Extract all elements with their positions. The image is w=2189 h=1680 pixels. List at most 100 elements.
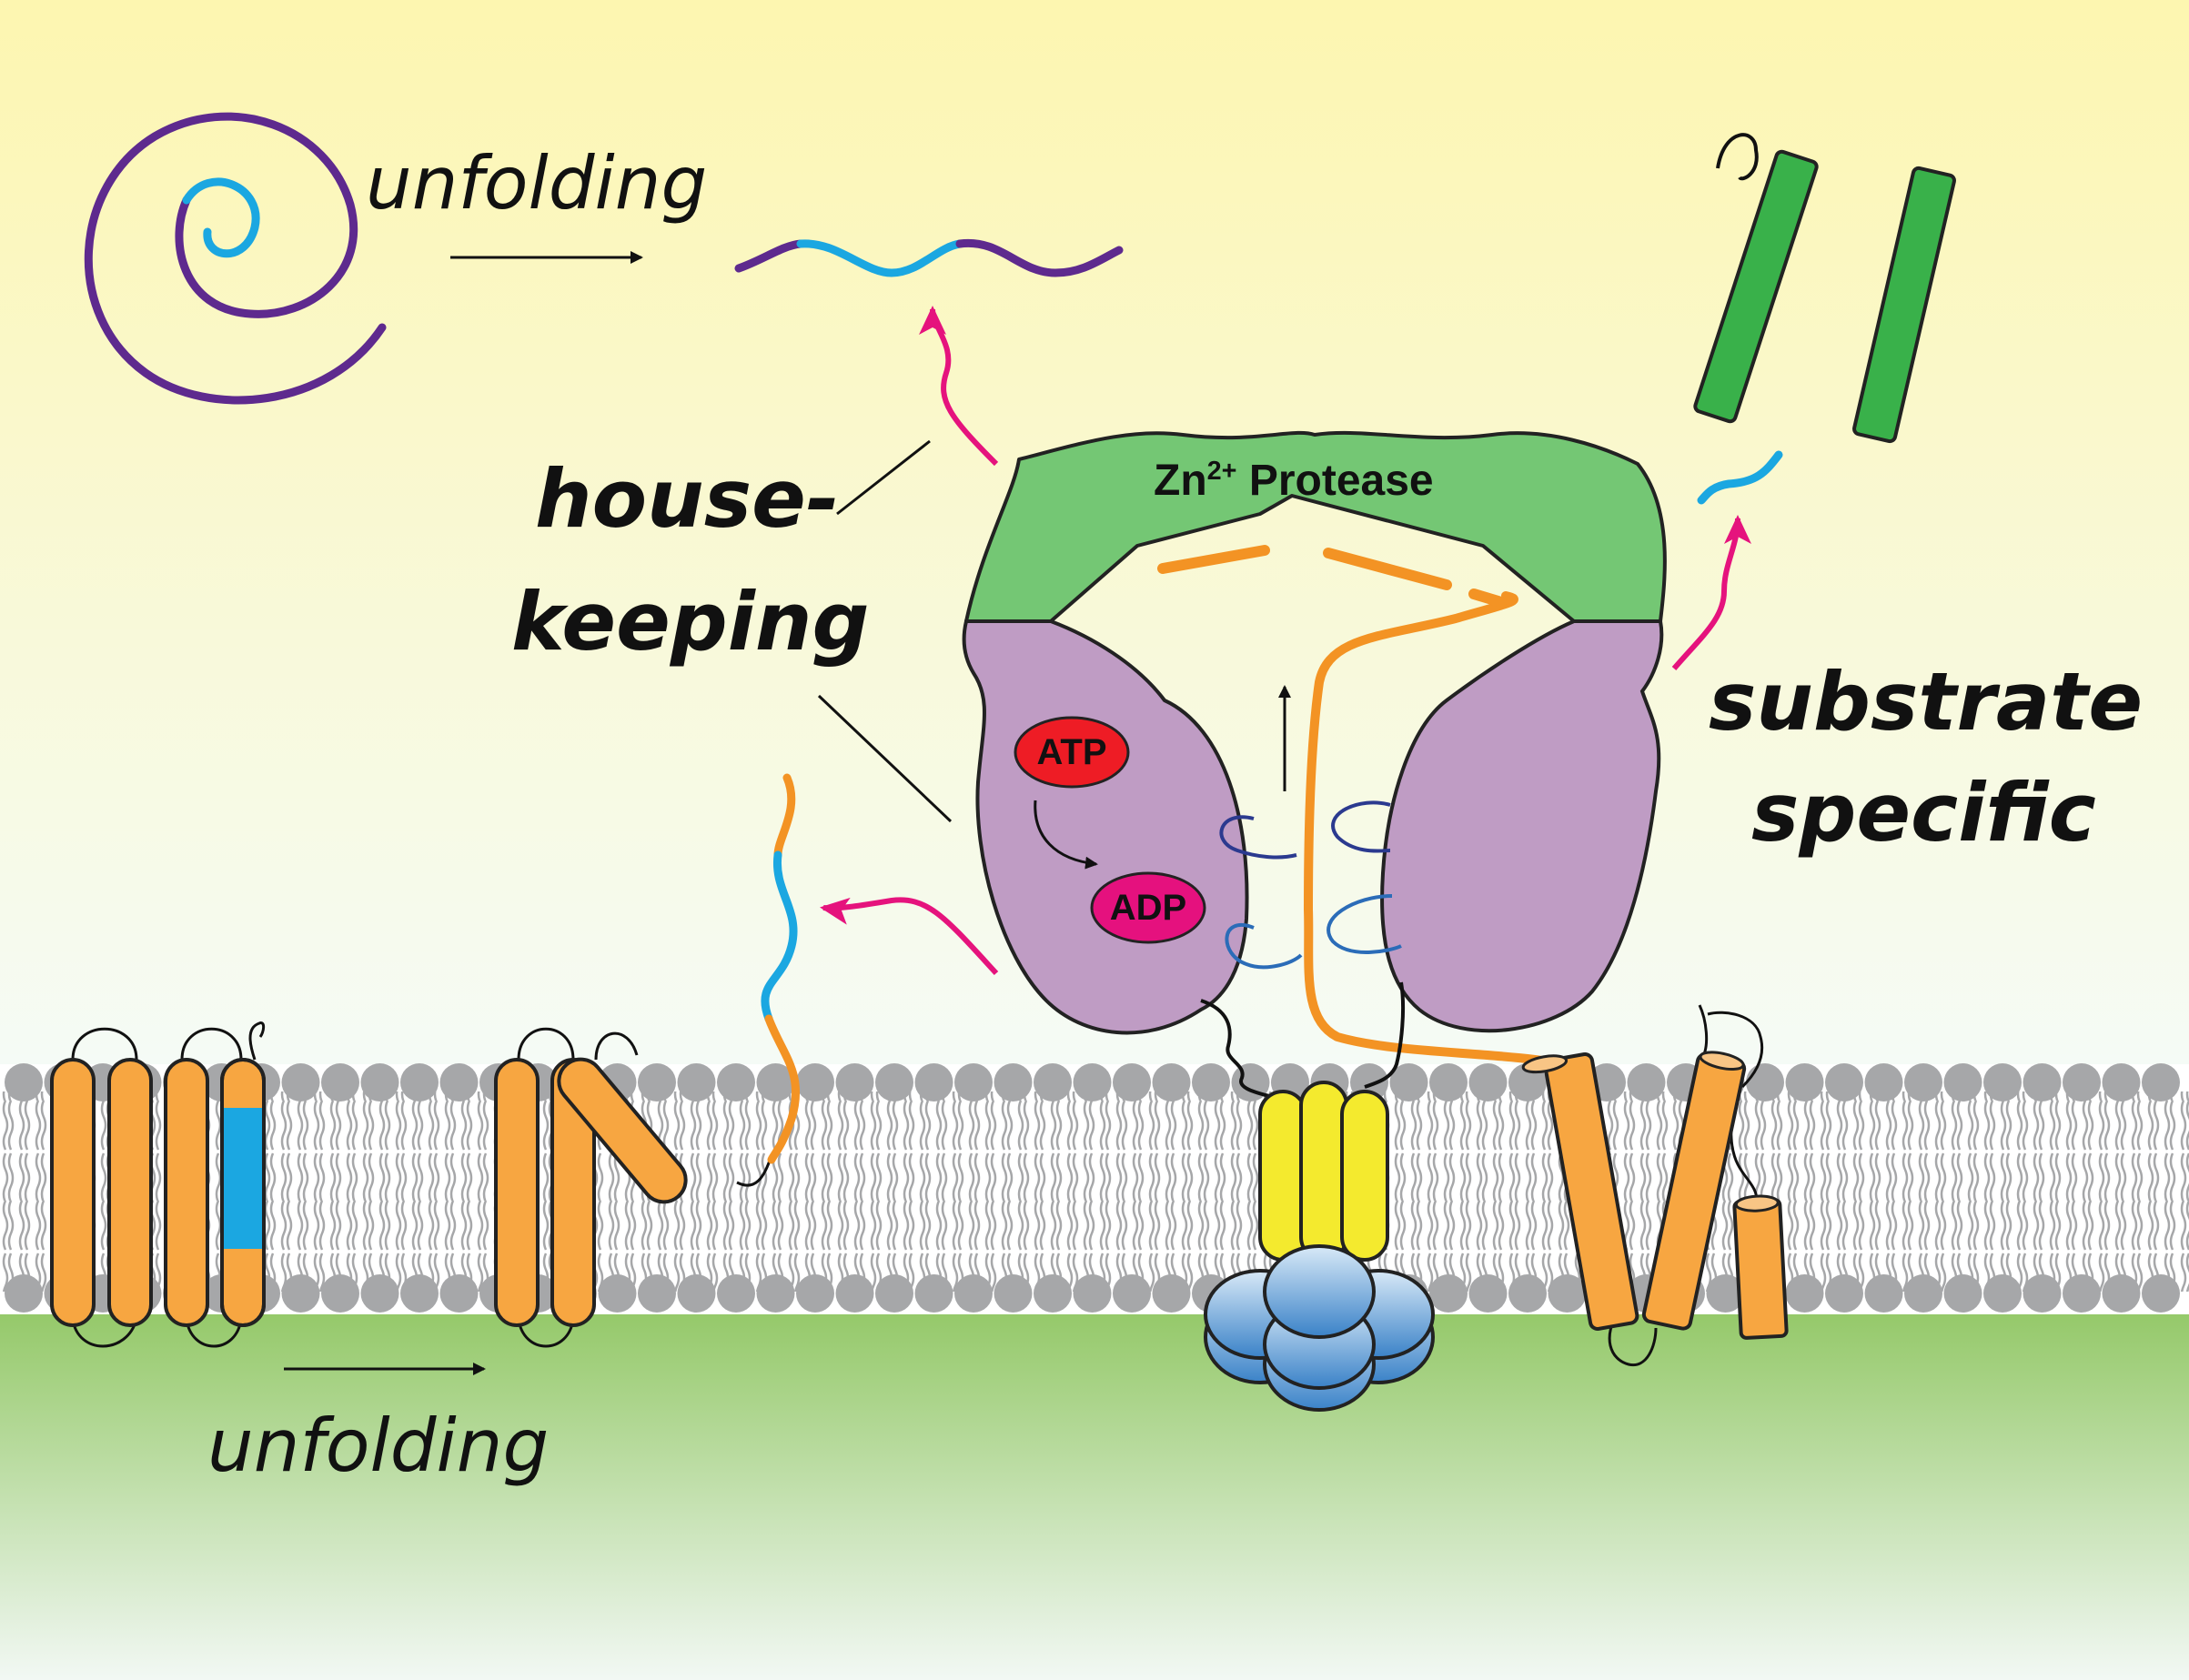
- peptide-fragment-3: [1468, 589, 1507, 608]
- lipid-heads-inner: [5, 1274, 2180, 1313]
- unfolding-label-top: unfolding: [366, 141, 708, 226]
- pore-loop-left-lower: [1225, 923, 1303, 970]
- unfolded-chain-purple-left: [734, 239, 805, 273]
- lipid-head: [1073, 1063, 1112, 1102]
- lipid-head: [2023, 1063, 2062, 1102]
- unfolded-chain-purple-right: [955, 238, 1124, 277]
- lipid-head: [439, 1274, 479, 1313]
- lipid-head: [1508, 1274, 1547, 1313]
- tether-right: [1364, 981, 1406, 1089]
- unfolded-chain-blue: [796, 239, 964, 277]
- lipid-head: [1548, 1274, 1587, 1313]
- lipid-head: [2063, 1274, 2101, 1313]
- housekeeping-label-line1: house-: [535, 452, 840, 546]
- housekeeping-connector-upper: [836, 439, 931, 516]
- lipid-head: [1468, 1063, 1508, 1102]
- folded-membrane-protein: [50, 1021, 266, 1348]
- housekeeping-output-arrow: [919, 306, 999, 467]
- lipid-head: [321, 1274, 359, 1313]
- adp-label: ADP: [1109, 888, 1187, 928]
- lipid-head: [954, 1274, 993, 1313]
- lipid-head: [994, 1274, 1033, 1313]
- lipid-head: [400, 1063, 439, 1102]
- pore-loop-right-lower: [1327, 894, 1402, 954]
- lipid-head: [954, 1063, 993, 1102]
- atp-label: ATP: [1036, 732, 1107, 772]
- lipid-head: [1825, 1063, 1863, 1102]
- lipid-head: [1034, 1274, 1072, 1313]
- lipid-head: [1113, 1274, 1151, 1313]
- lipid-head: [914, 1274, 953, 1313]
- protease-domain: [964, 430, 1667, 623]
- lipid-head: [281, 1274, 320, 1313]
- periplasmic-domain-cluster: [1204, 1244, 1435, 1412]
- lipid-head: [1152, 1274, 1191, 1313]
- lipid-head: [756, 1274, 795, 1313]
- lipid-head: [1706, 1274, 1745, 1313]
- substrate-specific-label-line1: substrate: [1709, 655, 2143, 749]
- unfolding-label-bottom: unfolding: [207, 1403, 550, 1488]
- lipid-head: [360, 1274, 399, 1313]
- lipid-head: [1943, 1274, 1982, 1313]
- lipid-head: [5, 1274, 43, 1313]
- lipid-head: [835, 1274, 874, 1313]
- lipid-head: [1152, 1063, 1191, 1102]
- lipid-head: [439, 1063, 479, 1102]
- lipid-head: [360, 1063, 399, 1102]
- ftsh-transmembrane-helices: [1258, 1081, 1389, 1262]
- lipid-head: [1746, 1063, 1784, 1102]
- partially-unfolded-membrane-protein: [494, 773, 801, 1348]
- lipid-head: [1429, 1274, 1468, 1313]
- lipid-head: [717, 1274, 755, 1313]
- tether-left: [1200, 999, 1270, 1098]
- atpase-right-lobe: [1380, 619, 1664, 1033]
- lipid-head: [2102, 1063, 2141, 1102]
- atp-badge: [1014, 716, 1130, 789]
- lipid-head: [1983, 1274, 2022, 1313]
- lipid-head: [1034, 1063, 1072, 1102]
- lipid-head: [1389, 1063, 1428, 1102]
- adp-badge: [1090, 871, 1206, 944]
- lipid-head: [2063, 1063, 2101, 1102]
- peptide-fragment-1: [1157, 545, 1270, 574]
- lipid-head: [281, 1063, 320, 1102]
- lipid-head: [2142, 1063, 2180, 1102]
- folded-protein-spiral: [84, 112, 387, 405]
- lipid-head: [1627, 1063, 1666, 1102]
- lipid-head: [1904, 1274, 1942, 1313]
- housekeeping-input-arrow: [820, 897, 999, 976]
- folded-protein-blue-core: [182, 177, 260, 258]
- lipid-head: [1785, 1063, 1824, 1102]
- lipid-head: [835, 1063, 874, 1102]
- substrate-specific-membrane-protein: [1521, 1004, 1789, 1367]
- lipid-head: [1192, 1063, 1230, 1102]
- lipid-head: [914, 1063, 953, 1102]
- lipid-head: [638, 1274, 676, 1313]
- housekeeping-connector-lower: [817, 694, 953, 823]
- lipid-head: [875, 1274, 913, 1313]
- lipid-head: [677, 1274, 716, 1313]
- lipid-head: [1429, 1063, 1468, 1102]
- lipid-head: [1785, 1274, 1824, 1313]
- lipid-head: [1864, 1063, 1903, 1102]
- periplasm-background: [0, 1314, 2189, 1680]
- lipid-head: [1073, 1274, 1112, 1313]
- pore-loop-right-upper: [1331, 800, 1391, 853]
- hydrolysis-arrow: [1034, 800, 1098, 870]
- lipid-head: [321, 1063, 359, 1102]
- substrate-specific-output-arrow: [1671, 515, 1751, 670]
- housekeeping-label-line2: keeping: [511, 575, 870, 669]
- lipid-head: [1113, 1063, 1151, 1102]
- lipid-head: [5, 1063, 43, 1102]
- lipid-head: [1943, 1063, 1982, 1102]
- lipid-head: [1864, 1274, 1903, 1313]
- peptide-fragment-2: [1323, 548, 1452, 590]
- lipid-head: [2142, 1274, 2180, 1313]
- substrate-in-pore: [1303, 591, 1579, 1071]
- lipid-heads-outer: [5, 1063, 2180, 1102]
- pore-loop-left-upper: [1219, 815, 1297, 860]
- lipid-head: [1825, 1274, 1863, 1313]
- lipid-head: [1468, 1274, 1508, 1313]
- substrate-specific-label-line2: specific: [1751, 766, 2096, 860]
- lipid-head: [598, 1274, 637, 1313]
